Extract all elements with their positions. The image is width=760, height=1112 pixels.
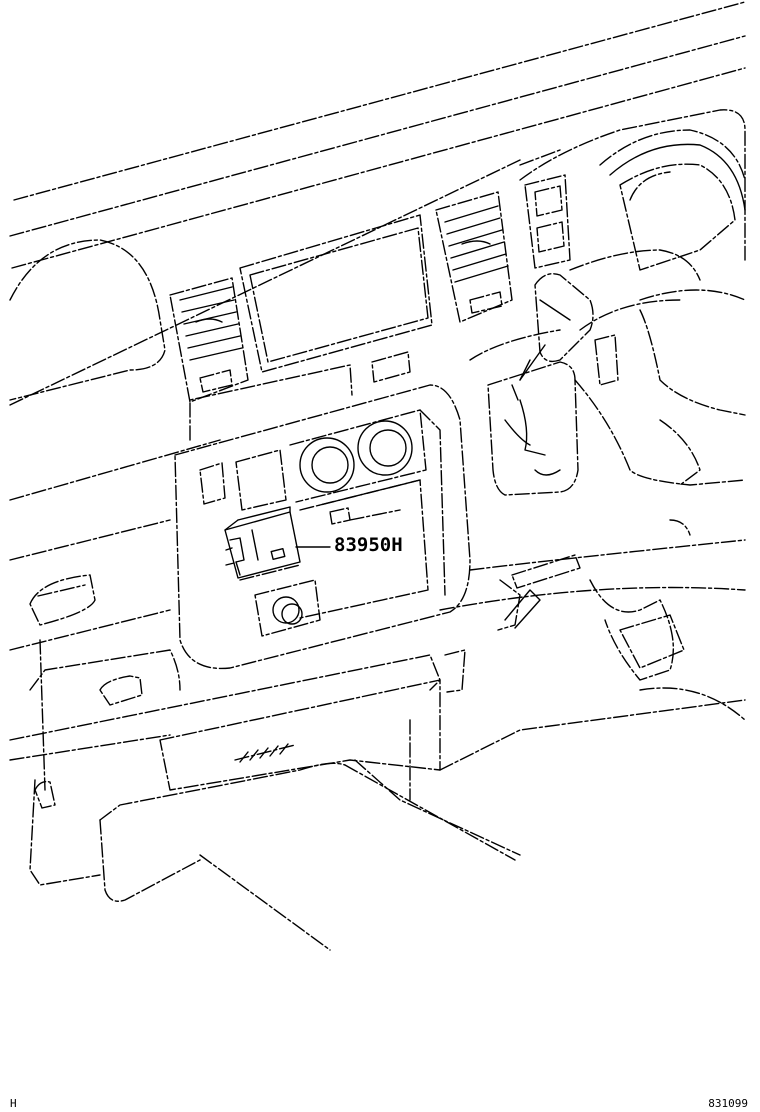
climate-knobs: [299, 420, 413, 493]
left-air-vent: [169, 277, 249, 403]
diagram-reference-number: 831099: [708, 1097, 748, 1110]
right-air-vent: [435, 191, 513, 323]
steering-column: [469, 273, 594, 631]
lower-dashboard: [9, 639, 746, 951]
center-display: [239, 214, 433, 383]
instrument-cluster: [519, 109, 746, 281]
steering-wheel: [439, 289, 746, 611]
switch-assembly-83950H: [224, 506, 331, 579]
pedals: [589, 579, 746, 721]
windshield-lines: [9, 1, 746, 501]
gear-shift: [487, 359, 579, 496]
left-dash-panel: [9, 239, 171, 651]
center-console: [174, 364, 471, 670]
corner-code-left: H: [10, 1097, 17, 1110]
part-number-label: 83950H: [334, 534, 403, 556]
power-outlet: [254, 579, 321, 637]
